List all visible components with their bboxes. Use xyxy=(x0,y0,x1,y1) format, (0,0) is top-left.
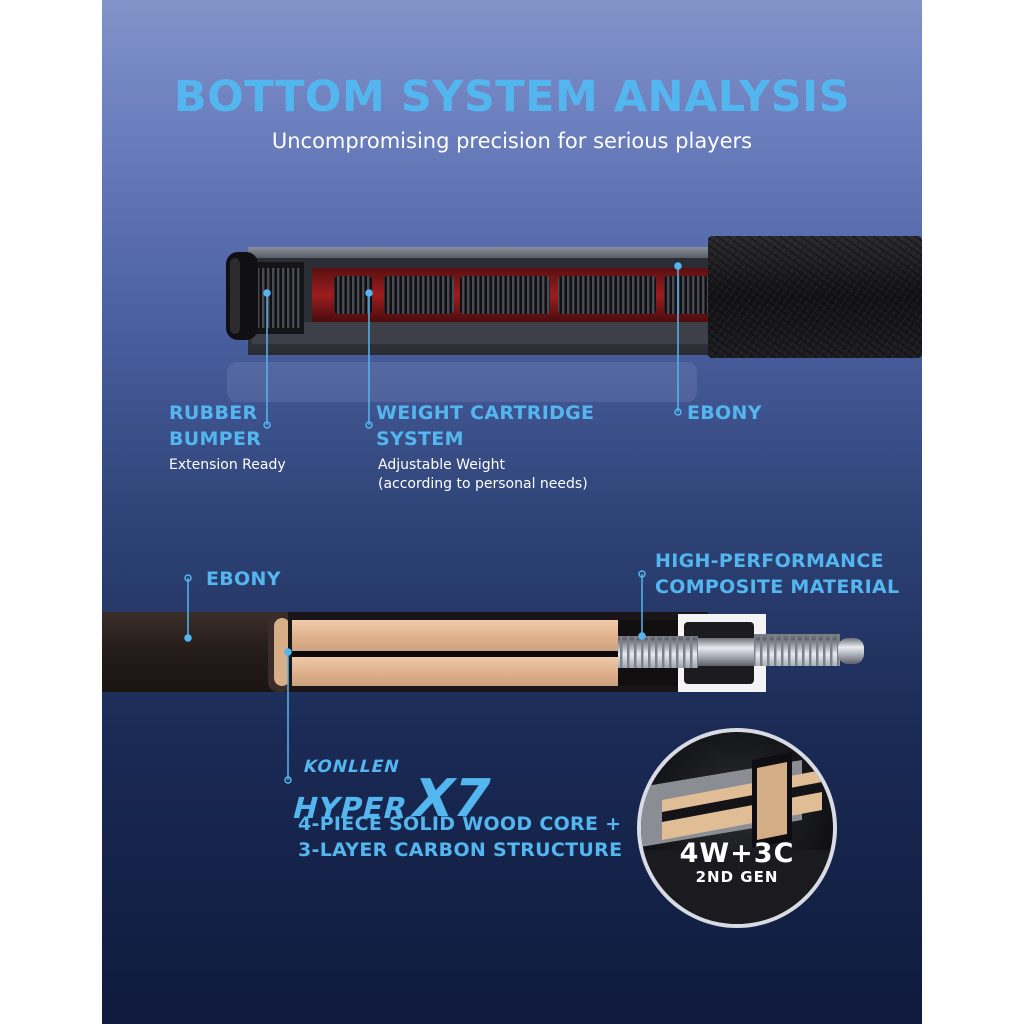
badge-text: 4W+3C 2ND GEN xyxy=(637,838,837,887)
product-infographic: BOTTOM SYSTEM ANALYSIS Uncompromising pr… xyxy=(102,0,922,1024)
weight-cartridge-label: WEIGHT CARTRIDGE SYSTEM xyxy=(376,400,594,452)
rubber-bumper-label-line1: RUBBER xyxy=(169,402,258,424)
rubber-bumper-label-line2: BUMPER xyxy=(169,428,262,450)
ebony-label-top: EBONY xyxy=(687,402,762,424)
page-subtitle: Uncompromising precision for serious pla… xyxy=(271,129,753,153)
badge-4w3c xyxy=(637,728,837,928)
weight-cartridge-desc-line2: (according to personal needs) xyxy=(378,476,588,492)
weight-cartridge-desc: Adjustable Weight (according to personal… xyxy=(378,456,588,494)
core-structure-label: 4-PIECE SOLID WOOD CORE + 3-LAYER CARBON… xyxy=(298,811,622,863)
badge-line1: 4W+3C xyxy=(679,838,795,869)
butt-cap-illustration xyxy=(102,236,922,928)
page-title: BOTTOM SYSTEM ANALYSIS xyxy=(173,72,851,122)
shaft-cross-section-illustration xyxy=(102,612,864,692)
ebony-label-shaft: EBONY xyxy=(206,568,281,590)
composite-material-label: HIGH-PERFORMANCE COMPOSITE MATERIAL xyxy=(655,548,899,600)
core-structure-line2: 3-LAYER CARBON STRUCTURE xyxy=(298,839,623,861)
core-structure-line1: 4-PIECE SOLID WOOD CORE + xyxy=(298,813,622,835)
rubber-bumper-desc: Extension Ready xyxy=(169,457,286,473)
composite-material-line1: HIGH-PERFORMANCE xyxy=(655,550,884,572)
badge-line2: 2ND GEN xyxy=(695,868,779,886)
composite-material-line2: COMPOSITE MATERIAL xyxy=(655,576,900,598)
weight-cartridge-label-line2: SYSTEM xyxy=(376,428,464,450)
weight-cartridge-label-line1: WEIGHT CARTRIDGE xyxy=(376,402,595,424)
weight-cartridge-desc-line1: Adjustable Weight xyxy=(378,457,505,473)
rubber-bumper-label: RUBBER BUMPER xyxy=(169,400,261,452)
